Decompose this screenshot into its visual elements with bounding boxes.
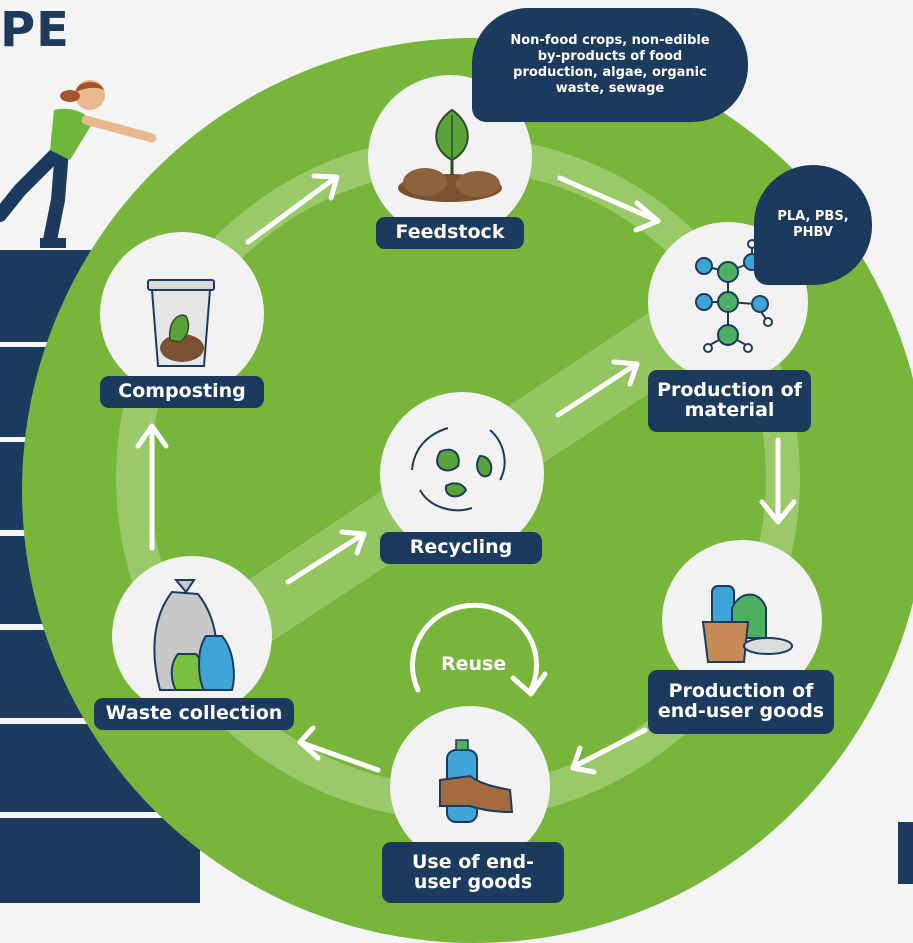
production-material-label: Production of material [648, 370, 811, 432]
products-icon [701, 585, 793, 663]
waste-collection-label: Waste collection [94, 698, 294, 730]
page-title: PE [0, 2, 70, 58]
waste-bags-icon [153, 579, 235, 691]
material-note-bubble: PLA, PBS, PHBV [754, 165, 872, 285]
plant-sprout-icon [398, 108, 502, 202]
recycling-label: Recycling [380, 532, 542, 564]
hand-bottle-icon [439, 739, 514, 823]
composting-label: Composting [100, 376, 264, 408]
corner-block [898, 822, 913, 884]
recycling-node [380, 392, 544, 556]
use-goods-label: Use of end-user goods [382, 842, 564, 903]
molecule-icon [695, 239, 773, 353]
compost-bin-icon [147, 279, 215, 367]
node-icons [0, 80, 793, 823]
production-goods-label: Production of end-user goods [648, 670, 834, 734]
recycle-leaves-icon [411, 427, 506, 512]
feedstock-note-bubble: Non-food crops, non-edible by-products o… [472, 8, 748, 122]
person-pushing-icon [0, 80, 157, 248]
reuse-label: Reuse [441, 653, 507, 675]
feedstock-label: Feedstock [376, 217, 524, 249]
